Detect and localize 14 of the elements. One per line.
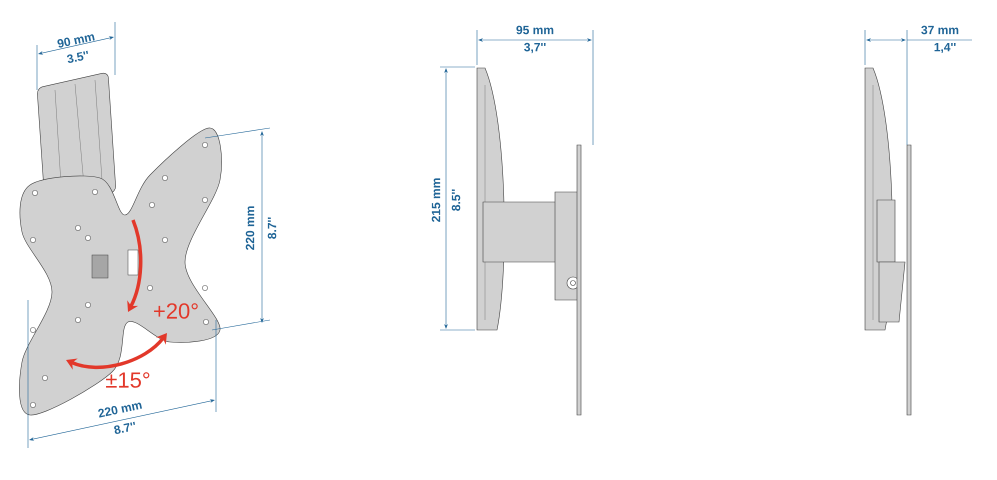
dimension-label: 8.5''	[452, 189, 460, 211]
dimension-label: 220 mm	[98, 402, 142, 418]
angle-label: +20°	[154, 303, 198, 319]
dimension-label: 3.5''	[67, 50, 88, 63]
dimension-label: 1,4''	[934, 42, 956, 54]
dimension-label: 215 mm	[432, 178, 440, 222]
dimension-label: 90 mm	[57, 34, 95, 48]
dimension-label: 95 mm	[516, 26, 554, 34]
angle-label: ±15°	[106, 372, 150, 388]
dimension-label: 3,7''	[524, 42, 546, 54]
dimension-label: 8.7''	[268, 217, 276, 239]
dimension-label: 220 mm	[246, 206, 254, 250]
dimension-label: 37 mm	[921, 26, 958, 34]
dimension-label: 8.7''	[114, 422, 135, 434]
